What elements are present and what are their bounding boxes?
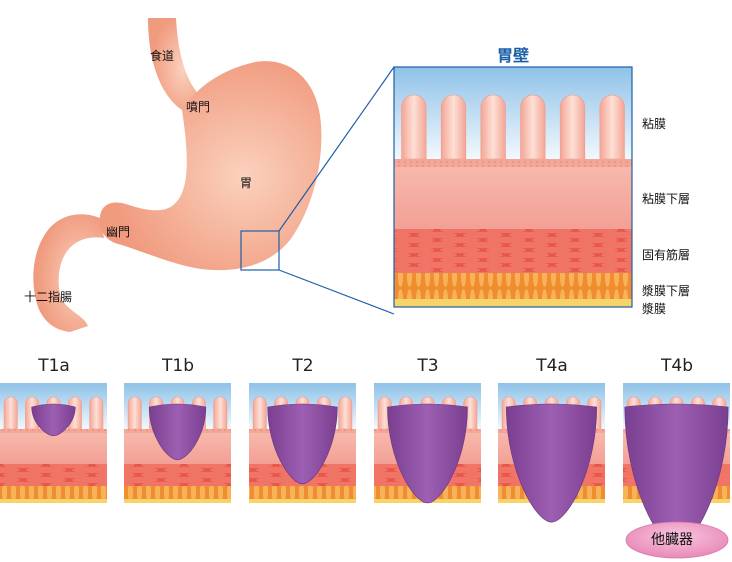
stage-label-t3: T3	[417, 356, 439, 376]
esophagus-label: 食道	[150, 49, 175, 63]
tumor-t2	[267, 403, 338, 485]
subserosa-layer	[124, 486, 231, 499]
cardia-label: 噴門	[186, 100, 211, 114]
muscularis-layer	[394, 229, 632, 273]
submucosa-layer	[394, 167, 632, 229]
stage-panel-t1a	[0, 383, 107, 503]
stomach-illustration	[33, 18, 395, 332]
stage-label-t1a: T1a	[38, 356, 70, 376]
stage-label-t4b: T4b	[661, 356, 693, 376]
mucosa-villus	[252, 396, 267, 430]
stage-panel-t3	[374, 383, 481, 504]
muscularis-layer	[124, 464, 231, 486]
duodenum-shape	[33, 214, 104, 332]
subserosa-layer	[249, 486, 356, 499]
other-organ-label: 他臓器	[651, 532, 693, 548]
wall-frame	[393, 66, 633, 308]
stomach-wall-cross-section	[393, 66, 633, 308]
stage-panel-t4b	[623, 383, 730, 547]
mucosa-villus	[338, 396, 353, 430]
stomach-wall-title: 胃壁	[497, 46, 530, 65]
stage-label-t4a: T4a	[536, 356, 568, 376]
stage-panel-t2	[249, 383, 356, 503]
mucosa-villus	[3, 396, 18, 430]
submucosa-layer	[0, 433, 107, 464]
serosa-layer	[394, 299, 632, 307]
mucosa-villus	[127, 396, 142, 430]
mucosa-villus	[440, 94, 467, 160]
mucosa-base-layer	[394, 159, 632, 167]
mucosa-label: 粘膜	[642, 117, 667, 131]
stage-label-t1b: T1b	[162, 356, 194, 376]
serosa-layer	[0, 499, 107, 503]
muscularis-layer	[0, 464, 107, 486]
mucosa-villus	[213, 396, 228, 430]
duodenum-label: 十二指腸	[24, 290, 73, 304]
zoom-region-marker	[240, 230, 280, 271]
tumor-t3	[387, 403, 468, 504]
mucosa-villus	[599, 94, 625, 160]
serosa-layer	[249, 499, 356, 503]
serosa-label: 漿膜	[642, 302, 667, 316]
mucosa-villus	[559, 94, 586, 160]
pylorus-label: 幽門	[106, 225, 131, 239]
muscularis-propria-label: 固有筋層	[642, 248, 691, 262]
stage-label-t2: T2	[292, 356, 314, 376]
tumor-t1b	[148, 403, 207, 461]
stage-panel-t4a	[498, 383, 605, 523]
stomach-body-shape	[99, 61, 322, 271]
tumor-t4a	[505, 403, 598, 523]
stage-panel-t1b	[124, 383, 231, 503]
mucosa-villus	[520, 94, 546, 160]
lumen	[394, 67, 632, 159]
mucosa-villus	[480, 94, 506, 160]
mucosa-villus	[401, 94, 427, 160]
subserosa-label: 漿膜下層	[642, 284, 691, 298]
serosa-layer	[124, 499, 231, 503]
other-organ-shape	[625, 521, 729, 559]
mucosa-villus	[89, 396, 104, 430]
stomach-label: 胃	[240, 176, 253, 190]
submucosa-label: 粘膜下層	[642, 192, 691, 206]
tumor-t1a	[31, 403, 76, 437]
esophagus-shape	[148, 18, 202, 110]
subserosa-layer	[394, 273, 632, 299]
t-stage-panels	[0, 383, 730, 547]
subserosa-layer	[0, 486, 107, 499]
tumor-t4b	[624, 403, 729, 547]
